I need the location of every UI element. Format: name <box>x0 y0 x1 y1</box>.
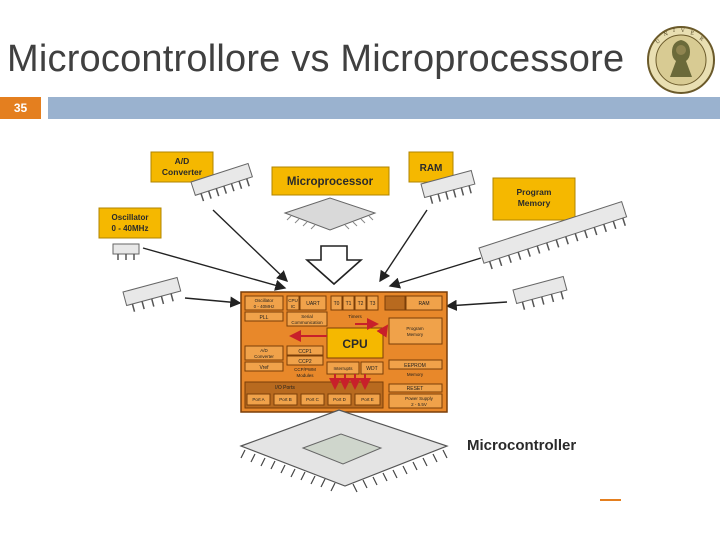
die-io-ports: I/O Ports <box>275 385 295 391</box>
program-memory-label-2: Memory <box>518 198 551 208</box>
die-eeprom: EEPROM <box>404 363 426 369</box>
die-osc-2: 0 - 40MHz <box>254 304 276 309</box>
extra-chip-left <box>122 276 182 312</box>
program-memory-chip <box>478 201 628 270</box>
oscillator-label-1: Oscillator <box>112 213 149 222</box>
die-cpu-top-2: IC <box>291 304 296 309</box>
header-bar <box>48 97 720 119</box>
die-osc-1: Oscillator <box>255 298 274 303</box>
svg-text:E: E <box>689 30 694 37</box>
die-interrupts: Interrupts <box>333 366 353 371</box>
die-pll: PLL <box>260 315 269 321</box>
arrow-osc <box>142 247 287 291</box>
svg-text:N: N <box>663 31 669 38</box>
program-memory-label-box <box>492 177 576 221</box>
oscillator-label-box <box>98 207 162 239</box>
svg-text:R: R <box>698 36 705 43</box>
arrow-left-chip <box>184 296 242 308</box>
die-port-c: Port C <box>306 397 320 402</box>
die-adc-2: Converter <box>254 354 274 359</box>
arrow-ram <box>379 209 428 283</box>
adc-label-1: A/D <box>175 156 190 166</box>
die-serial-1: Serial <box>301 314 313 319</box>
microprocessor-label: Microprocessor <box>287 176 374 188</box>
die-reset: RESET <box>407 386 424 392</box>
die-vref: Vref <box>260 365 270 371</box>
adc-chip <box>190 162 254 202</box>
die-timer-3: T3 <box>370 301 376 307</box>
svg-text:I: I <box>673 28 675 34</box>
die-program-memory-2: Memory <box>407 332 424 337</box>
die-ccp1: CCP1 <box>298 349 312 355</box>
die-port-a: Port A <box>252 397 264 402</box>
microprocessor-chip <box>283 197 377 231</box>
mcu-die: Oscillator 0 - 40MHz PLL CPU IC UART Ser… <box>240 291 448 413</box>
die-cpu-top-1: CPU <box>288 298 298 303</box>
die-wdt: WDT <box>366 366 377 372</box>
microcontroller-package <box>239 409 449 493</box>
mcu-diagram: A/D Converter Microprocessor RAM Program… <box>98 151 628 501</box>
adc-label-2: Converter <box>162 167 203 177</box>
ram-label: RAM <box>420 163 443 174</box>
oscillator-chip <box>112 243 140 260</box>
microprocessor-label-box <box>271 166 390 196</box>
die-ram: RAM <box>418 301 429 307</box>
slide-number: 35 <box>0 97 41 119</box>
die-timer-2: T2 <box>358 301 364 307</box>
die-port-d: Port D <box>333 397 347 402</box>
die-power-1: Power Supply <box>405 396 434 401</box>
die-ccp-pwm-2: Modules <box>296 373 314 378</box>
die-serial-2: Communication <box>291 320 323 325</box>
die-timers-label: Timers <box>348 314 362 319</box>
die-uart: UART <box>306 301 320 307</box>
die-port-e: Port E <box>361 397 374 402</box>
die-program-memory-1: Program <box>406 326 424 331</box>
arrow-right-chip <box>445 299 508 311</box>
oscillator-label-2: 0 - 40MHz <box>112 224 149 233</box>
die-timer-0: T0 <box>334 301 340 307</box>
program-memory-label-1: Program <box>517 187 552 197</box>
adc-label-box <box>150 151 214 183</box>
die-ccp-pwm-1: CCP/PWM <box>294 367 316 372</box>
down-arrow <box>304 245 364 286</box>
die-adc-1: A/D <box>260 348 268 353</box>
arrow-adc <box>212 209 289 282</box>
die-port-b: Port B <box>279 397 292 402</box>
university-seal-icon: U N I V E R <box>647 26 715 94</box>
slide-title: Microcontrollore vs Microprocessore <box>7 38 625 80</box>
die-timer-1: T1 <box>346 301 352 307</box>
die-cpu: CPU <box>342 337 367 351</box>
microcontroller-label: Microcontroller <box>467 437 576 454</box>
ram-chip <box>420 169 476 204</box>
svg-text:V: V <box>680 28 685 34</box>
die-ccp2: CCP2 <box>298 359 312 365</box>
die-memory: Memory <box>407 372 424 377</box>
arrow-program-memory <box>388 257 482 289</box>
svg-text:U: U <box>655 38 662 45</box>
extra-chip-right <box>512 275 568 310</box>
die-power-2: 2 - 5.5V <box>411 402 427 407</box>
